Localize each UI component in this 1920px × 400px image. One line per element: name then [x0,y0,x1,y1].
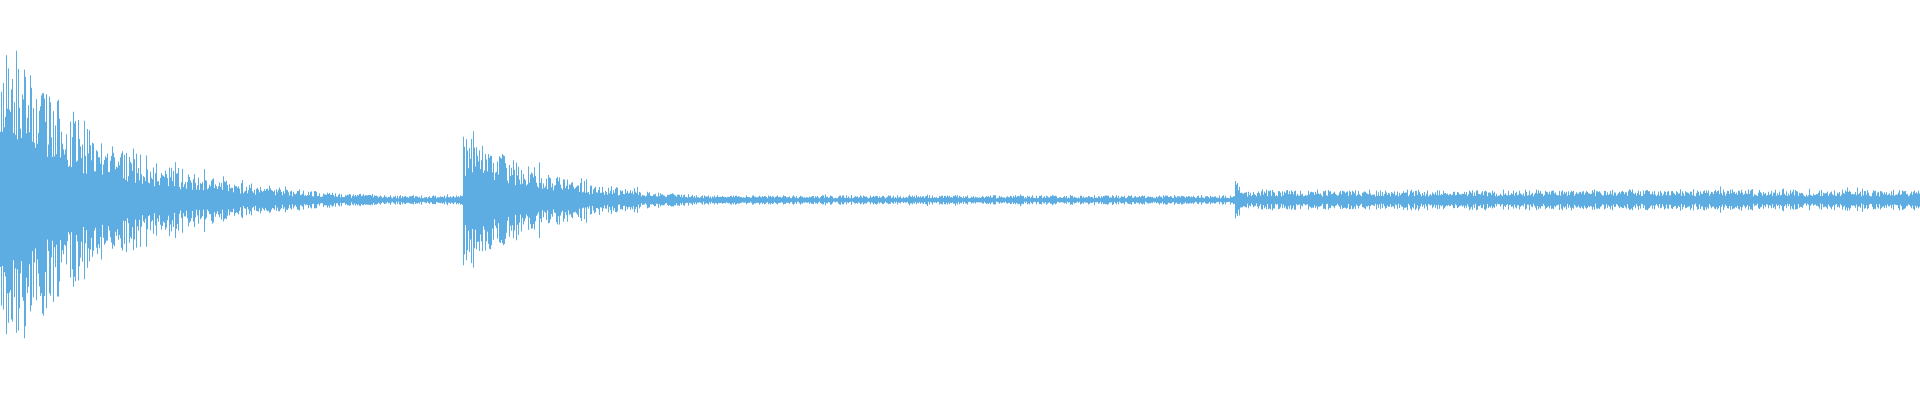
waveform-bars [0,50,1920,339]
waveform-path [0,50,1920,339]
